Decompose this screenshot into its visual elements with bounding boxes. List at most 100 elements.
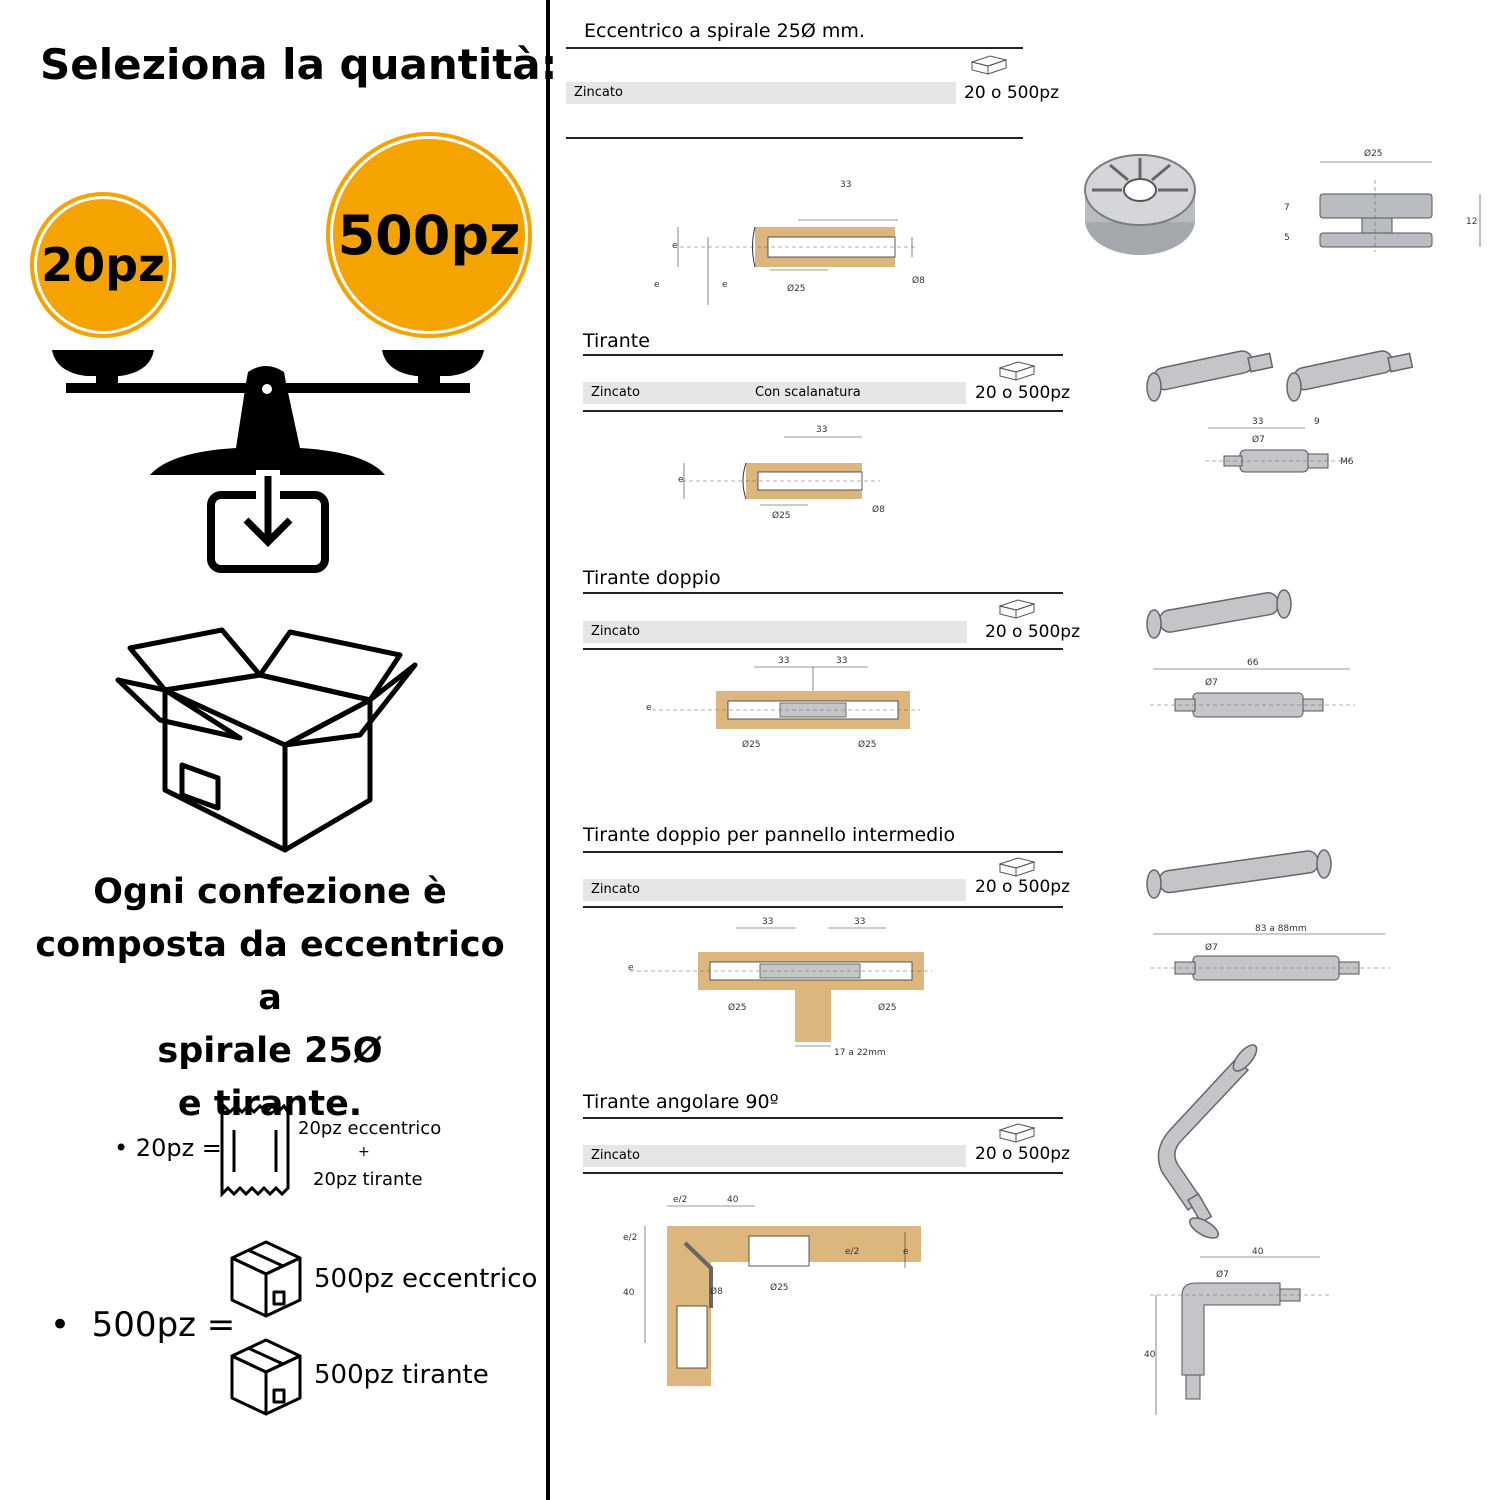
divider-line	[583, 906, 1063, 908]
bullet-20pz-line2: 20pz tirante	[313, 1169, 423, 1190]
divider-line	[583, 1117, 1063, 1119]
dim-label: e/2	[623, 1233, 637, 1243]
tirante-profile-drawing: 33 9 M6 Ø7	[1205, 417, 1354, 473]
quantity-label: 20 o 500pz	[975, 383, 1071, 403]
finish-bar: Zincato	[583, 621, 967, 643]
dim-label: 66	[1247, 658, 1259, 668]
divider-line	[566, 137, 1023, 139]
tirante-angolare-3d-icon	[1157, 1044, 1258, 1239]
finish-label: Zincato	[591, 1148, 640, 1163]
dim-label: Ø25	[858, 739, 877, 750]
dim-label: Ø8	[710, 1286, 723, 1297]
dim-label: 7	[1284, 203, 1290, 213]
cardboard-box-icon	[230, 1338, 302, 1416]
dim-label: e	[903, 1247, 909, 1257]
divider-line	[583, 354, 1063, 356]
bullet-20pz-label: 20pz =	[135, 1134, 222, 1162]
section-title: Eccentrico a spirale 25Ø mm.	[584, 20, 865, 42]
tirante-doppio-profile-drawing: 66 Ø7	[1150, 658, 1355, 718]
dim-label: 33	[778, 656, 789, 666]
section-title: Tirante angolare 90º	[583, 1091, 779, 1113]
dim-label: 33	[836, 656, 847, 666]
dim-label: e	[654, 280, 660, 290]
dim-label: Ø25	[742, 739, 761, 750]
dim-label: Ø25	[1364, 148, 1383, 159]
option-500pz-button[interactable]: 500pz	[326, 132, 532, 338]
dim-label: Ø25	[787, 283, 806, 294]
quantity-label: 20 o 500pz	[975, 1144, 1071, 1164]
tirante-angolare-drawing: e/2 40 e/2 40 Ø25 Ø8 e e/2	[623, 1195, 921, 1386]
eccentric-profile-drawing: Ø25 12 7 5	[1284, 148, 1481, 252]
cardboard-box-icon	[230, 1240, 302, 1318]
bullet-20pz: • 20pz =	[114, 1134, 222, 1162]
section-title: Tirante	[583, 330, 650, 352]
quantity-label: 20 o 500pz	[985, 622, 1081, 642]
package-icon	[998, 1123, 1036, 1143]
dim-label: Ø7	[1205, 942, 1218, 953]
caption-line: e tirante.	[177, 1084, 363, 1124]
tirante-intermedio-drawing: 33 33 Ø25 Ø25 17 a 22mm e	[628, 917, 932, 1058]
divider-line	[583, 410, 1063, 412]
bullet-500pz-line2: 500pz tirante	[314, 1360, 489, 1390]
tirante-angolare-profile-drawing: 40 40 Ø7	[1144, 1247, 1330, 1415]
dim-label: Ø25	[770, 1282, 789, 1293]
finish-label: Zincato	[591, 624, 640, 639]
dim-label: 9	[1314, 417, 1320, 427]
divider-line	[566, 47, 1023, 49]
dim-label: e/2	[845, 1247, 859, 1257]
dim-label: 33	[854, 917, 865, 927]
page-title: Seleziona la quantità:	[40, 40, 558, 89]
dim-label: e	[672, 241, 678, 251]
section-title: Tirante doppio	[583, 567, 721, 589]
dim-label: 83 a 88mm	[1255, 924, 1307, 934]
open-box-icon	[115, 627, 418, 853]
bullet-500pz-line1: 500pz eccentrico	[314, 1264, 538, 1294]
finish-bar: Zincato	[566, 82, 956, 104]
tirante-doppio-3d-icon	[1146, 589, 1292, 639]
caption-line: composta da eccentrico a	[35, 925, 505, 1018]
bullet-20pz-line1: 20pz eccentrico	[298, 1118, 442, 1139]
package-description: Ogni confezione è composta da eccentrico…	[20, 866, 520, 1131]
dim-label: e/2	[673, 1195, 687, 1205]
bullet-20pz-plus: +	[358, 1144, 370, 1160]
dim-label: 17 a 22mm	[834, 1048, 886, 1058]
package-icon	[998, 599, 1036, 619]
caption-line: spirale 25Ø	[157, 1031, 383, 1071]
finish-label: Zincato	[591, 882, 640, 897]
finish-label: Zincato	[574, 85, 623, 100]
panel-divider	[546, 0, 550, 1500]
section-title: Tirante doppio per pannello intermedio	[583, 824, 956, 846]
tirante-intermedio-profile-drawing: 83 a 88mm Ø7	[1150, 924, 1390, 981]
dim-label: 40	[1144, 1350, 1156, 1360]
dim-label: e	[722, 280, 728, 290]
divider-line	[583, 851, 1063, 853]
finish-bar: Zincato	[583, 1145, 966, 1167]
eccentric-drawing: 33 Ø25 e Ø8 e e	[654, 180, 925, 305]
finish-bar: Zincato	[583, 879, 966, 901]
quantity-label: 20 o 500pz	[964, 83, 1060, 103]
download-tray-icon	[207, 470, 329, 573]
divider-line	[583, 648, 1063, 650]
dim-label: M6	[1340, 457, 1354, 467]
dim-label: Ø8	[912, 275, 925, 286]
divider-line	[583, 592, 1063, 594]
bullet-500pz-label: 500pz =	[91, 1305, 236, 1345]
dim-label: 40	[623, 1288, 635, 1298]
dim-label: Ø7	[1252, 434, 1265, 445]
package-icon	[998, 857, 1036, 877]
tirante-doppio-drawing: 33 33 Ø25 Ø25 e	[646, 656, 920, 750]
dim-label: 33	[762, 917, 773, 927]
dim-label: Ø25	[878, 1002, 897, 1013]
dim-label: Ø8	[872, 504, 885, 515]
dim-label: e	[628, 963, 634, 973]
finish-label: Zincato	[591, 385, 640, 400]
quantity-label: 20 o 500pz	[975, 877, 1071, 897]
option-20pz-label: 20pz	[41, 238, 165, 292]
option-20pz-button[interactable]: 20pz	[30, 192, 176, 338]
dim-label: 40	[1252, 1247, 1264, 1257]
balance-scale-icon	[52, 350, 484, 475]
dim-label: e	[678, 475, 684, 485]
dim-label: 5	[1284, 233, 1290, 243]
option-500pz-label: 500pz	[337, 203, 521, 267]
